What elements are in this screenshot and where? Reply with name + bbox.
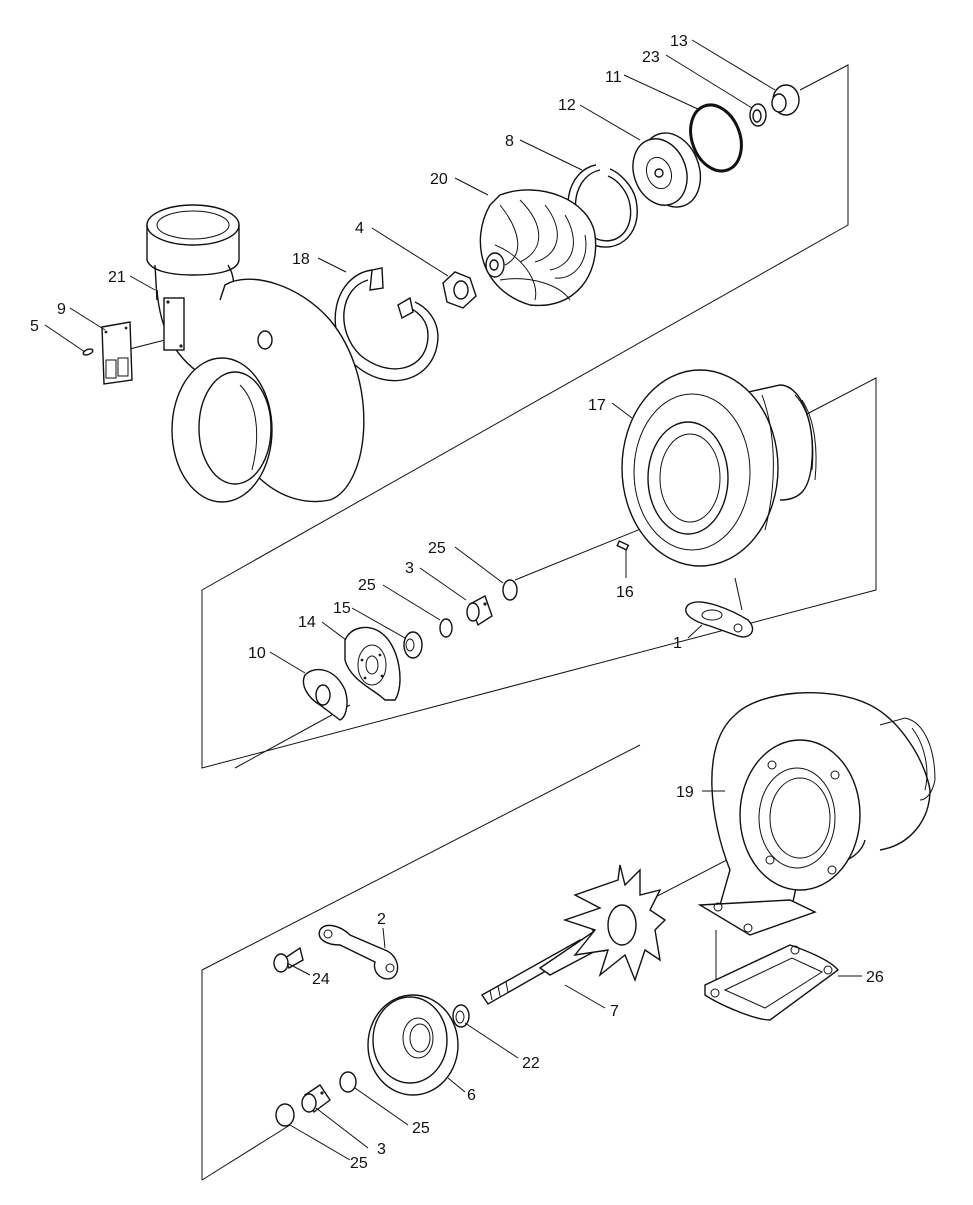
leader-lines	[44, 39, 862, 1161]
part-7-turbine-shaft	[480, 864, 667, 1005]
part-16-pin	[616, 540, 630, 551]
callout-labels: 13 23 11 12 8 20 4 18 21 9 5 17 25 3 25 …	[30, 33, 884, 1172]
callout-10: 10	[248, 645, 266, 662]
callout-11: 11	[605, 69, 622, 86]
part-21-compressor-housing	[146, 204, 365, 503]
part-8-retaining-ring	[567, 164, 638, 248]
callout-6: 6	[467, 1087, 476, 1104]
callout-12: 12	[558, 97, 576, 114]
part-4-nut	[442, 271, 477, 309]
part-25-ring-d	[275, 1103, 295, 1127]
part-11-o-ring	[689, 103, 743, 173]
callout-24: 24	[312, 971, 330, 988]
callout-9: 9	[57, 301, 66, 318]
part-25-ring-c	[339, 1071, 357, 1093]
part-1-gasket	[685, 601, 754, 638]
callout-3-b: 3	[377, 1141, 386, 1158]
part-18-snap-ring	[334, 267, 439, 382]
part-23-washer	[749, 103, 767, 127]
callout-1: 1	[673, 635, 682, 652]
part-26-gasket	[704, 944, 840, 1021]
callout-5: 5	[30, 318, 39, 335]
part-5-screw	[82, 348, 94, 356]
callout-25-c: 25	[412, 1120, 430, 1137]
part-20-compressor-wheel	[479, 189, 597, 307]
callout-8: 8	[505, 133, 514, 150]
callout-16: 16	[616, 584, 634, 601]
callout-15: 15	[333, 600, 351, 617]
callout-23: 23	[642, 49, 660, 66]
part-19-turbine-housing	[697, 692, 936, 936]
callout-25-d: 25	[350, 1155, 368, 1172]
callout-17: 17	[588, 397, 606, 414]
callout-4: 4	[355, 220, 364, 237]
callout-14: 14	[298, 614, 316, 631]
part-6-heat-shield	[367, 994, 459, 1096]
callout-21: 21	[108, 269, 126, 286]
part-15-thrust-collar	[403, 631, 423, 659]
callout-13: 13	[670, 33, 688, 50]
lower-group-frame	[201, 744, 641, 1181]
part-2-lock-plate	[318, 924, 399, 980]
callout-19: 19	[676, 784, 694, 801]
callout-3-a: 3	[405, 560, 414, 577]
callout-2: 2	[377, 911, 386, 928]
part-12-seal-plate	[632, 132, 702, 208]
part-3-bearing-a	[466, 594, 493, 627]
part-9-name-plate	[101, 321, 133, 385]
upper-group-frame	[201, 64, 849, 591]
part-24-bolt	[273, 946, 304, 973]
part-17-center-housing	[621, 369, 817, 567]
part-13-cap-nut	[771, 84, 800, 116]
callout-26: 26	[866, 969, 884, 986]
part-22-seal-ring	[452, 1004, 470, 1028]
part-3-bearing-b	[301, 1084, 331, 1114]
callout-25-a: 25	[428, 540, 446, 557]
callout-7: 7	[610, 1003, 619, 1020]
callout-18: 18	[292, 251, 310, 268]
part-25-ring-a	[502, 579, 518, 601]
part-10-oil-deflector	[302, 668, 348, 721]
part-25-ring-b	[439, 618, 453, 638]
part-14-thrust-bearing	[344, 626, 401, 701]
callout-22: 22	[522, 1055, 540, 1072]
callout-25-b: 25	[358, 577, 376, 594]
callout-20: 20	[430, 171, 448, 188]
middle-group-frame	[201, 377, 877, 769]
